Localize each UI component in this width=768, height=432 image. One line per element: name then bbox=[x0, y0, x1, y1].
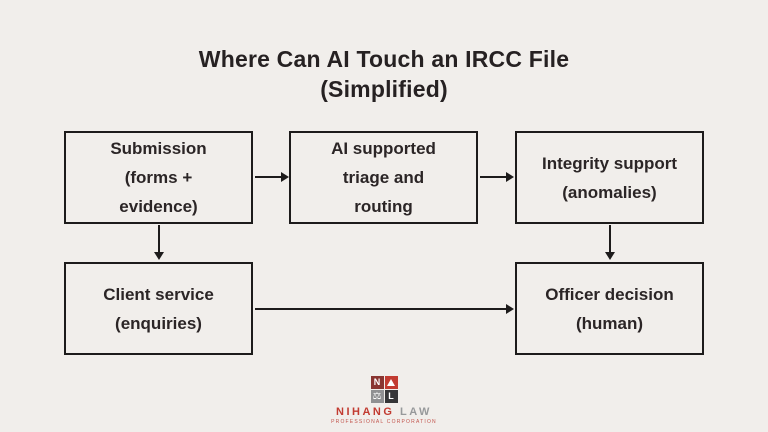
flow-box-officer-decision-line2: (human) bbox=[575, 313, 644, 333]
logo-letter-l: L bbox=[384, 390, 398, 403]
logo-grid: N ⚖ L bbox=[370, 376, 398, 403]
flow-box-triage-line1: AI supported bbox=[331, 139, 436, 158]
flow-box-triage-line3: routing bbox=[354, 197, 413, 216]
flow-box-submission-line3: evidence) bbox=[119, 197, 198, 216]
page-title-line2: (Simplified) bbox=[320, 76, 448, 102]
flow-box-integrity: Integrity support (anomalies) bbox=[515, 131, 704, 224]
flow-box-client-service-line2: (enquiries) bbox=[115, 313, 202, 333]
arrowhead-right-icon bbox=[506, 172, 514, 182]
arrow-triage-to-integrity bbox=[480, 176, 508, 178]
logo-letter-n: N bbox=[370, 376, 384, 389]
flow-box-integrity-line1: Integrity support bbox=[541, 153, 678, 173]
arrow-client-to-officer bbox=[255, 308, 508, 310]
flow-box-officer-decision-line1: Officer decision bbox=[545, 284, 674, 304]
arrowhead-down-icon bbox=[154, 252, 164, 260]
page-title-line1: Where Can AI Touch an IRCC File bbox=[198, 46, 570, 72]
flow-box-submission-line2: (forms + bbox=[124, 168, 193, 187]
flow-box-triage-line2: triage and bbox=[342, 168, 425, 187]
logo-name-secondary: LAW bbox=[400, 406, 432, 418]
arrowhead-right-icon bbox=[281, 172, 289, 182]
flow-box-triage: AI supported triage and routing bbox=[289, 131, 478, 224]
arrow-integrity-to-officer bbox=[609, 225, 611, 254]
logo-tagline: PROFESSIONAL CORPORATION bbox=[331, 419, 437, 425]
logo-name-primary: NIHANG bbox=[336, 406, 395, 418]
arrowhead-right-icon bbox=[506, 304, 514, 314]
logo-wordmark: NIHANG LAW bbox=[336, 406, 432, 418]
arrow-submission-to-triage bbox=[255, 176, 283, 178]
flow-box-client-service-line1: Client service bbox=[103, 284, 214, 304]
page-title: Where Can AI Touch an IRCC File (Simplif… bbox=[0, 44, 768, 104]
arrowhead-down-icon bbox=[605, 252, 615, 260]
flow-box-client-service: Client service (enquiries) bbox=[64, 262, 253, 355]
mountain-shape bbox=[387, 379, 395, 386]
flow-box-integrity-line2: (anomalies) bbox=[562, 182, 657, 202]
flow-box-officer-decision: Officer decision (human) bbox=[515, 262, 704, 355]
mountain-icon bbox=[384, 376, 398, 389]
arrow-submission-to-client bbox=[158, 225, 160, 254]
flow-box-submission-line1: Submission bbox=[110, 139, 207, 158]
scales-of-justice-icon: ⚖ bbox=[370, 390, 384, 403]
company-logo: N ⚖ L NIHANG LAW PROFESSIONAL CORPORATIO… bbox=[0, 376, 768, 425]
flow-box-submission: Submission (forms + evidence) bbox=[64, 131, 253, 224]
